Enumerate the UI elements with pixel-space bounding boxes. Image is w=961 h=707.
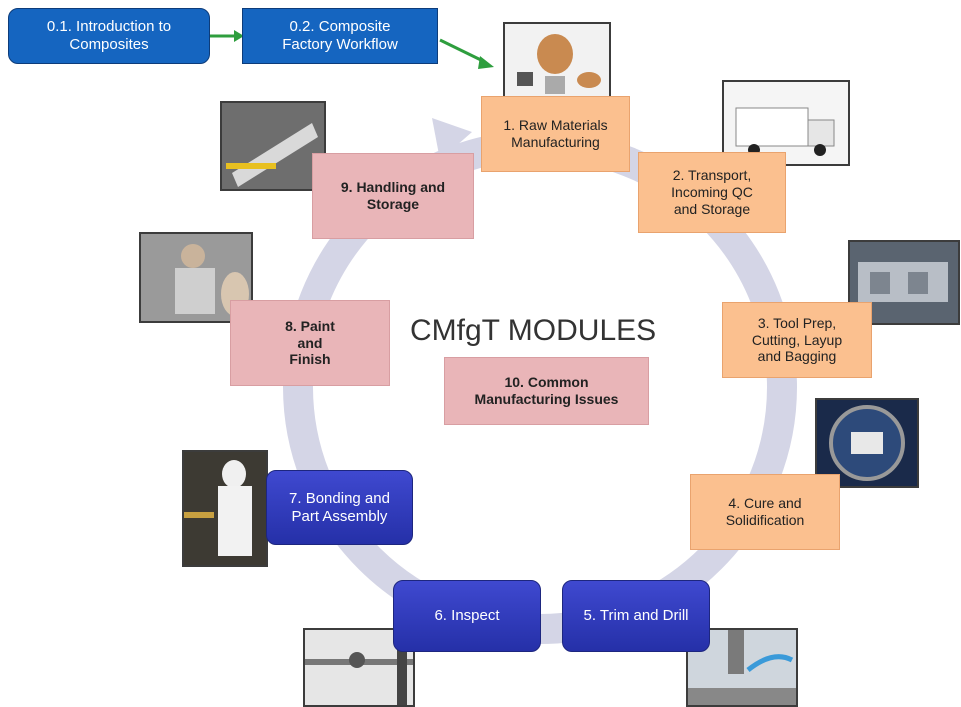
autoclave-photo	[815, 398, 919, 488]
raw-materials-photo	[503, 22, 611, 104]
intro-to-composites-box[interactable]: 0.1. Introduction to Composites	[8, 8, 210, 64]
handling-storage-photo	[220, 101, 326, 191]
module-3-tool-prep-layup[interactable]: 3. Tool Prep, Cutting, Layup and Bagging	[722, 302, 872, 378]
module-2-transport-qc-storage[interactable]: 2. Transport, Incoming QC and Storage	[638, 152, 786, 233]
arrow-workflow-to-raw	[439, 38, 486, 64]
composite-factory-workflow-box[interactable]: 0.2. Composite Factory Workflow	[242, 8, 438, 64]
module-9-handling-storage[interactable]: 9. Handling and Storage	[312, 153, 474, 239]
diagram-title: CMfgT MODULES	[410, 314, 657, 347]
truck-photo	[722, 80, 850, 166]
arrow-intro-to-workflow-head	[234, 30, 244, 42]
module-6-inspect[interactable]: 6. Inspect	[393, 580, 541, 652]
cycle-arrowhead	[432, 118, 472, 160]
arrow-workflow-to-raw-head	[478, 56, 494, 69]
module-7-bonding-assembly[interactable]: 7. Bonding and Part Assembly	[266, 470, 413, 545]
module-8-paint-finish[interactable]: 8. Paint and Finish	[230, 300, 390, 386]
module-5-trim-drill[interactable]: 5. Trim and Drill	[562, 580, 710, 652]
bonding-assembly-photo	[182, 450, 268, 567]
module-10-common-manufacturing-issues[interactable]: 10. Common Manufacturing Issues	[444, 357, 649, 425]
module-1-raw-materials[interactable]: 1. Raw Materials Manufacturing	[481, 96, 630, 172]
module-4-cure-solidification[interactable]: 4. Cure and Solidification	[690, 474, 840, 550]
